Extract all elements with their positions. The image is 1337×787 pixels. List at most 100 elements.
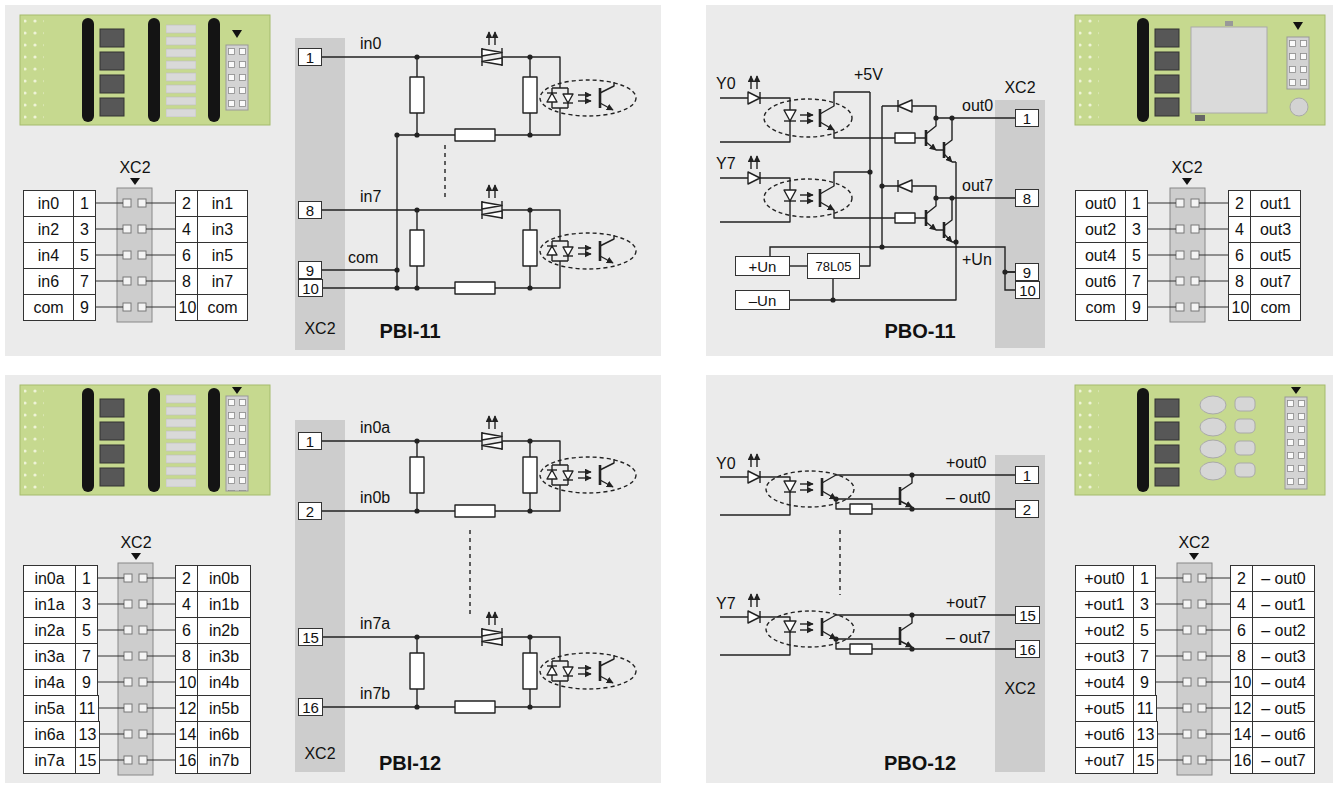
signal-name-cell: +out0 xyxy=(1075,565,1134,592)
pin-number-cell: 8 xyxy=(1230,643,1253,670)
pin-number-cell: 3 xyxy=(1133,591,1156,618)
text-slot: in0b xyxy=(360,489,390,507)
pinout-label: 9 xyxy=(80,299,89,317)
wire-connector xyxy=(1005,272,1015,290)
pin-number-cell: 7 xyxy=(73,268,96,295)
pinout-label: out2 xyxy=(1085,221,1116,239)
text-slot: +out7 xyxy=(946,594,986,612)
wire-connector xyxy=(770,247,1015,272)
pinout-label: 7 xyxy=(1132,273,1141,291)
pin-number: 9 xyxy=(306,263,314,278)
pinout-label: out4 xyxy=(1085,247,1116,265)
signal-name-cell: com xyxy=(1250,294,1301,321)
pinout-label: 8 xyxy=(1237,648,1246,666)
pinout-label: +out7 xyxy=(1084,752,1124,770)
signal-name-cell: out5 xyxy=(1250,242,1301,269)
pinout-label: out7 xyxy=(1260,273,1291,291)
signal-name-cell: in5a xyxy=(23,695,76,722)
signal-name-cell: +out1 xyxy=(1075,591,1134,618)
pin-number: 2 xyxy=(1023,502,1031,517)
pinout-label: 15 xyxy=(1137,752,1155,770)
signal-name-cell: in2a xyxy=(23,617,76,644)
module-title: PBI-12 xyxy=(379,752,441,774)
pinout-label: 16 xyxy=(179,752,197,770)
pinout-label: 3 xyxy=(82,596,91,614)
pinout-label: 11 xyxy=(1137,700,1154,718)
text-slot: XC2 xyxy=(119,159,150,177)
pin-box: 10 xyxy=(298,279,323,297)
signal-name-cell: in1b xyxy=(197,591,251,618)
signal-name-cell: in2b xyxy=(197,617,251,644)
pinout-label: in3b xyxy=(209,648,239,666)
module-title: PBO-11 xyxy=(884,320,955,342)
pinout-label: 2 xyxy=(182,195,191,213)
signal-name-cell: +out6 xyxy=(1075,721,1134,748)
connector-strip: XC218910 xyxy=(295,38,345,350)
signal-label: Y0 xyxy=(716,75,736,92)
pinout-label: 10 xyxy=(179,674,197,692)
pin-number-cell: 9 xyxy=(75,669,98,696)
text-slot: in0 xyxy=(360,35,381,53)
supply-terminal: –Un xyxy=(735,290,790,310)
pinout-label: 9 xyxy=(1140,674,1149,692)
pinout-label: in0b xyxy=(209,570,239,588)
connector-name: XC2 xyxy=(1178,534,1209,551)
pin-number-cell: 8 xyxy=(175,268,198,295)
pin-number: 1 xyxy=(1023,111,1031,126)
pinout-label: com xyxy=(1260,299,1290,317)
pinout-label: 7 xyxy=(82,648,91,666)
text-slot: XC2 xyxy=(304,745,335,763)
pinout-label: +out6 xyxy=(1084,726,1124,744)
pin-number-cell: 5 xyxy=(75,617,98,644)
pin-number: 9 xyxy=(1023,265,1031,280)
pin-number-cell: 2 xyxy=(175,565,198,592)
signal-label: in0b xyxy=(360,489,390,506)
connector-name: XC2 xyxy=(304,320,335,337)
pinout-label: in5b xyxy=(209,700,239,718)
pinout-label: – out4 xyxy=(1261,674,1305,692)
pinout-label: in6b xyxy=(209,726,239,744)
pin-number-cell: 7 xyxy=(75,643,98,670)
text-slot: – out7 xyxy=(946,629,990,647)
pinout-label: 3 xyxy=(1132,221,1141,239)
pinout-label: 6 xyxy=(1237,622,1246,640)
pinout-label: 3 xyxy=(80,221,89,239)
signal-name-cell: out2 xyxy=(1075,216,1126,243)
pin-number: 2 xyxy=(306,504,314,519)
pinout-label: – out1 xyxy=(1261,596,1305,614)
pin-box: 1 xyxy=(298,48,322,66)
pinout-label: 8 xyxy=(1235,273,1244,291)
connector-name: XC2 xyxy=(304,745,335,762)
text-slot: PBO-11 xyxy=(884,320,955,342)
signal-label: +out0 xyxy=(946,454,986,471)
pinout-label: 13 xyxy=(1137,726,1155,744)
pinout-label: com xyxy=(207,299,237,317)
signal-name-cell: in2 xyxy=(23,216,74,243)
pinout-label: 1 xyxy=(80,195,89,213)
circuit-schematic xyxy=(322,32,1015,713)
pinout-label: – out3 xyxy=(1261,648,1305,666)
signal-label: – out0 xyxy=(946,489,990,506)
text-slot: XC2 xyxy=(304,320,335,338)
connector-name: XC2 xyxy=(1171,159,1202,176)
pin-number: 10 xyxy=(1019,283,1036,298)
pin-box: 9 xyxy=(298,261,322,279)
pinout-label: 9 xyxy=(82,674,91,692)
text-slot: Y7 xyxy=(716,155,736,173)
box-label: –Un xyxy=(749,293,777,308)
pin-number-cell: 4 xyxy=(1230,591,1253,618)
signal-name-cell: – out6 xyxy=(1252,721,1315,748)
pinout-label: 12 xyxy=(179,700,197,718)
signal-name-cell: in0a xyxy=(23,565,76,592)
pin-number-cell: 2 xyxy=(1230,565,1253,592)
pinout-label: 15 xyxy=(79,752,97,770)
signal-name-cell: com xyxy=(197,294,248,321)
signal-label: in0 xyxy=(360,35,381,52)
pinout-label: 10 xyxy=(1232,299,1250,317)
pinout-label: in6a xyxy=(34,726,64,744)
signal-name-cell: +out7 xyxy=(1075,747,1134,774)
signal-name-cell: – out0 xyxy=(1252,565,1315,592)
pinout-label: +out5 xyxy=(1084,700,1124,718)
signal-name-cell: in4a xyxy=(23,669,76,696)
pinout-label: in7a xyxy=(34,752,64,770)
